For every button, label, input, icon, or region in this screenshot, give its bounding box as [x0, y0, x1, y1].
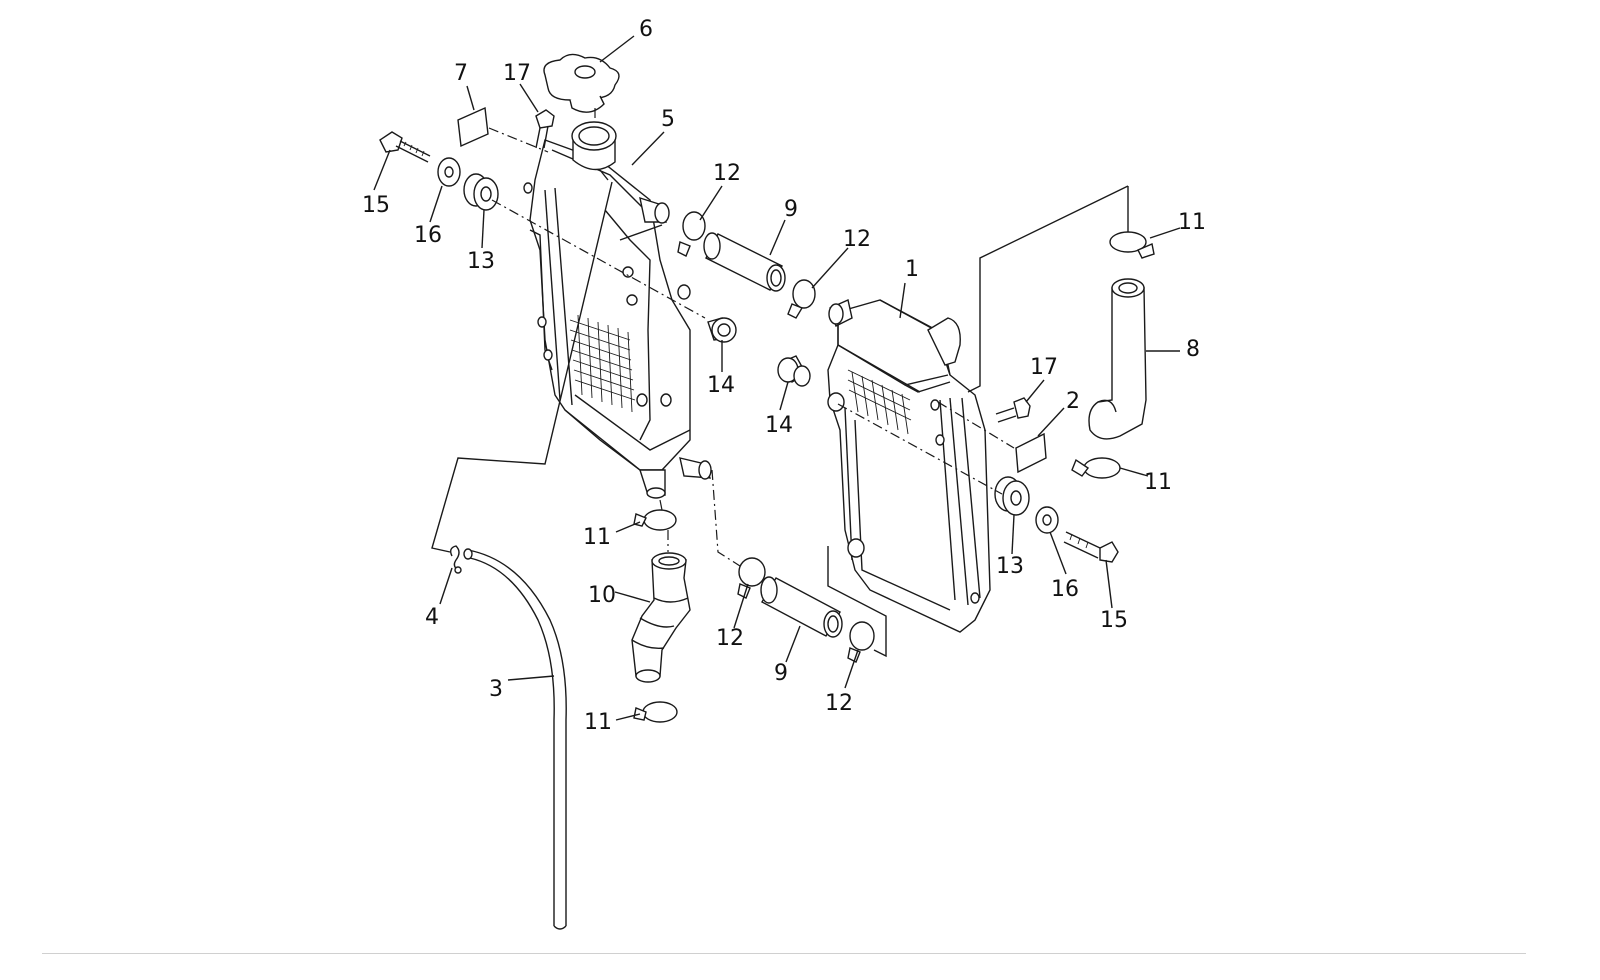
bolt-17-left	[535, 109, 555, 149]
left-radiator	[523, 121, 712, 499]
label-15-right: 15	[1100, 608, 1128, 633]
label-17-left: 17	[503, 61, 531, 86]
label-14-right: 14	[765, 413, 793, 438]
label-1: 1	[905, 257, 919, 282]
label-13-right: 13	[996, 554, 1024, 579]
bottom-divider	[42, 953, 1526, 954]
part-labels: 1 2 3 4 5 6 7 8 9 9 10 11 11 11 11 12 12…	[362, 17, 1206, 735]
hose-8	[1088, 278, 1147, 440]
hose-9-lower	[760, 576, 843, 638]
label-16-left: 16	[414, 223, 442, 248]
tube-clip	[449, 545, 462, 574]
label-11-top: 11	[1178, 210, 1206, 235]
clamp-12-d	[847, 621, 875, 663]
bolt-15-left	[379, 131, 431, 163]
bushing-14-right	[777, 355, 811, 387]
bolt-17-right	[995, 397, 1031, 423]
label-13-left: 13	[467, 249, 495, 274]
grommet-13-left	[463, 173, 499, 211]
label-11-bottom: 11	[584, 710, 612, 735]
label-11-mid: 11	[583, 525, 611, 550]
overflow-tube	[463, 548, 567, 930]
label-16-right: 16	[1051, 577, 1079, 602]
label-8: 8	[1186, 337, 1200, 362]
right-radiator	[827, 299, 991, 633]
label-15-left: 15	[362, 193, 390, 218]
radiator-cap	[543, 53, 620, 113]
label-4: 4	[425, 605, 439, 630]
clamp-11-d	[633, 701, 678, 723]
label-9-upper: 9	[784, 197, 798, 222]
clamp-11-a	[1109, 231, 1155, 259]
bushing-14-left	[707, 317, 737, 343]
label-12-b: 12	[843, 227, 871, 252]
label-9-lower: 9	[774, 661, 788, 686]
clamp-12-a	[677, 211, 706, 257]
label-14-left: 14	[707, 373, 735, 398]
clamp-12-b	[787, 279, 816, 319]
label-10: 10	[588, 583, 616, 608]
clamp-12-c	[737, 557, 766, 599]
label-6: 6	[639, 17, 653, 42]
label-3: 3	[489, 677, 503, 702]
clamp-11-c	[633, 509, 677, 531]
assembly-lines	[431, 108, 1129, 658]
label-12-c: 12	[716, 626, 744, 651]
label-12-a: 12	[713, 161, 741, 186]
label-5: 5	[661, 107, 675, 132]
label-2: 2	[1066, 389, 1080, 414]
label-12-d: 12	[825, 691, 853, 716]
pad-part-2	[1015, 432, 1047, 474]
hose-10	[631, 552, 691, 683]
label-17-right: 17	[1030, 355, 1058, 380]
hose-9-upper	[703, 232, 786, 292]
pad-part-7	[457, 106, 489, 148]
grommet-13-right	[994, 476, 1030, 516]
label-11-right: 11	[1144, 470, 1172, 495]
clamp-11-b	[1071, 457, 1121, 479]
label-7: 7	[454, 61, 468, 86]
bolt-15-right	[1063, 531, 1119, 563]
leader-lines	[373, 35, 1181, 721]
